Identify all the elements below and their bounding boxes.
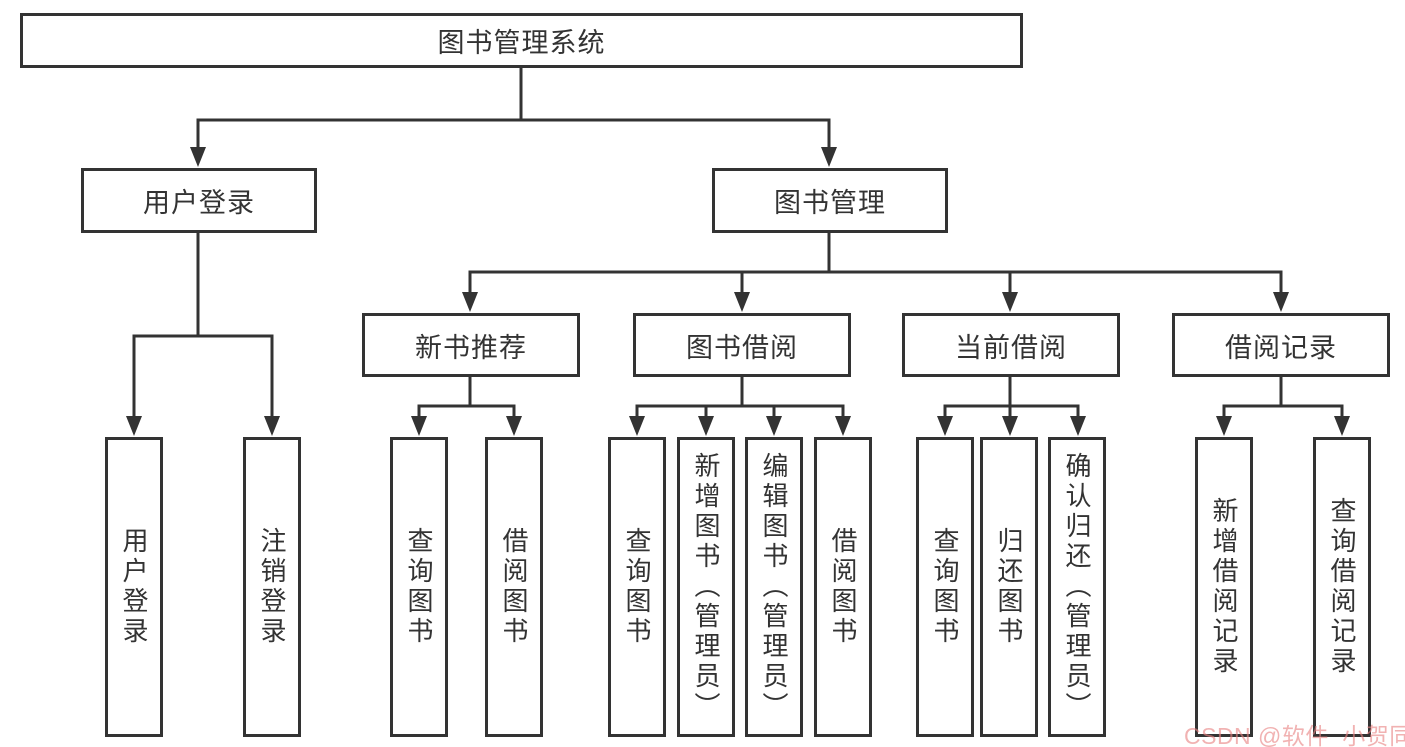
node-library-management-system: 图书管理系统 xyxy=(20,13,1023,68)
node-label: 新增借阅记录 xyxy=(1209,497,1239,677)
leaf-query-books-borrow: 查询图书 xyxy=(608,437,666,737)
node-label: 用户登录 xyxy=(143,188,255,218)
node-label: 图书借阅 xyxy=(686,332,798,363)
node-label: 图书管理 xyxy=(774,188,886,218)
node-label: 查询借阅记录 xyxy=(1327,497,1357,677)
node-new-book-recommend: 新书推荐 xyxy=(362,313,580,377)
node-label: 当前借阅 xyxy=(955,332,1067,363)
node-borrow-records: 借阅记录 xyxy=(1172,313,1390,377)
node-label: 借阅记录 xyxy=(1225,332,1337,363)
leaf-add-book-admin: 新增图书（管理员） xyxy=(677,437,735,737)
leaf-return-book: 归还图书 xyxy=(980,437,1038,737)
node-label: 确认归还（管理员） xyxy=(1062,452,1092,722)
node-label: 借阅图书 xyxy=(499,527,529,647)
leaf-query-books-recommend: 查询图书 xyxy=(390,437,448,737)
leaf-query-books-current: 查询图书 xyxy=(916,437,974,737)
leaf-logout: 注销登录 xyxy=(243,437,301,737)
leaf-user-login: 用户登录 xyxy=(105,437,163,737)
node-label: 查询图书 xyxy=(930,527,960,647)
csdn-watermark: CSDN @软件_小贺同学 xyxy=(1184,723,1405,747)
leaf-borrow-books-recommend: 借阅图书 xyxy=(485,437,543,737)
node-label: 查询图书 xyxy=(622,527,652,647)
node-label: 图书管理系统 xyxy=(437,28,606,58)
arrowheads xyxy=(126,147,1350,436)
node-label: 新书推荐 xyxy=(415,332,527,363)
node-label: 查询图书 xyxy=(404,527,434,647)
node-label: 新增图书（管理员） xyxy=(691,452,721,722)
node-current-borrow: 当前借阅 xyxy=(902,313,1120,377)
node-label: 归还图书 xyxy=(994,527,1024,647)
node-label: 借阅图书 xyxy=(828,527,858,647)
node-label: 编辑图书（管理员） xyxy=(759,452,789,722)
leaf-confirm-return-admin: 确认归还（管理员） xyxy=(1048,437,1106,737)
node-book-management: 图书管理 xyxy=(712,168,948,233)
node-user-login: 用户登录 xyxy=(81,168,317,233)
leaf-query-borrow-record: 查询借阅记录 xyxy=(1313,437,1371,737)
node-label: 用户登录 xyxy=(119,527,149,647)
leaf-add-borrow-record: 新增借阅记录 xyxy=(1195,437,1253,737)
node-label: 注销登录 xyxy=(257,527,287,647)
node-book-borrow: 图书借阅 xyxy=(633,313,851,377)
leaf-edit-book-admin: 编辑图书（管理员） xyxy=(745,437,803,737)
leaf-borrow-books-borrow: 借阅图书 xyxy=(814,437,872,737)
